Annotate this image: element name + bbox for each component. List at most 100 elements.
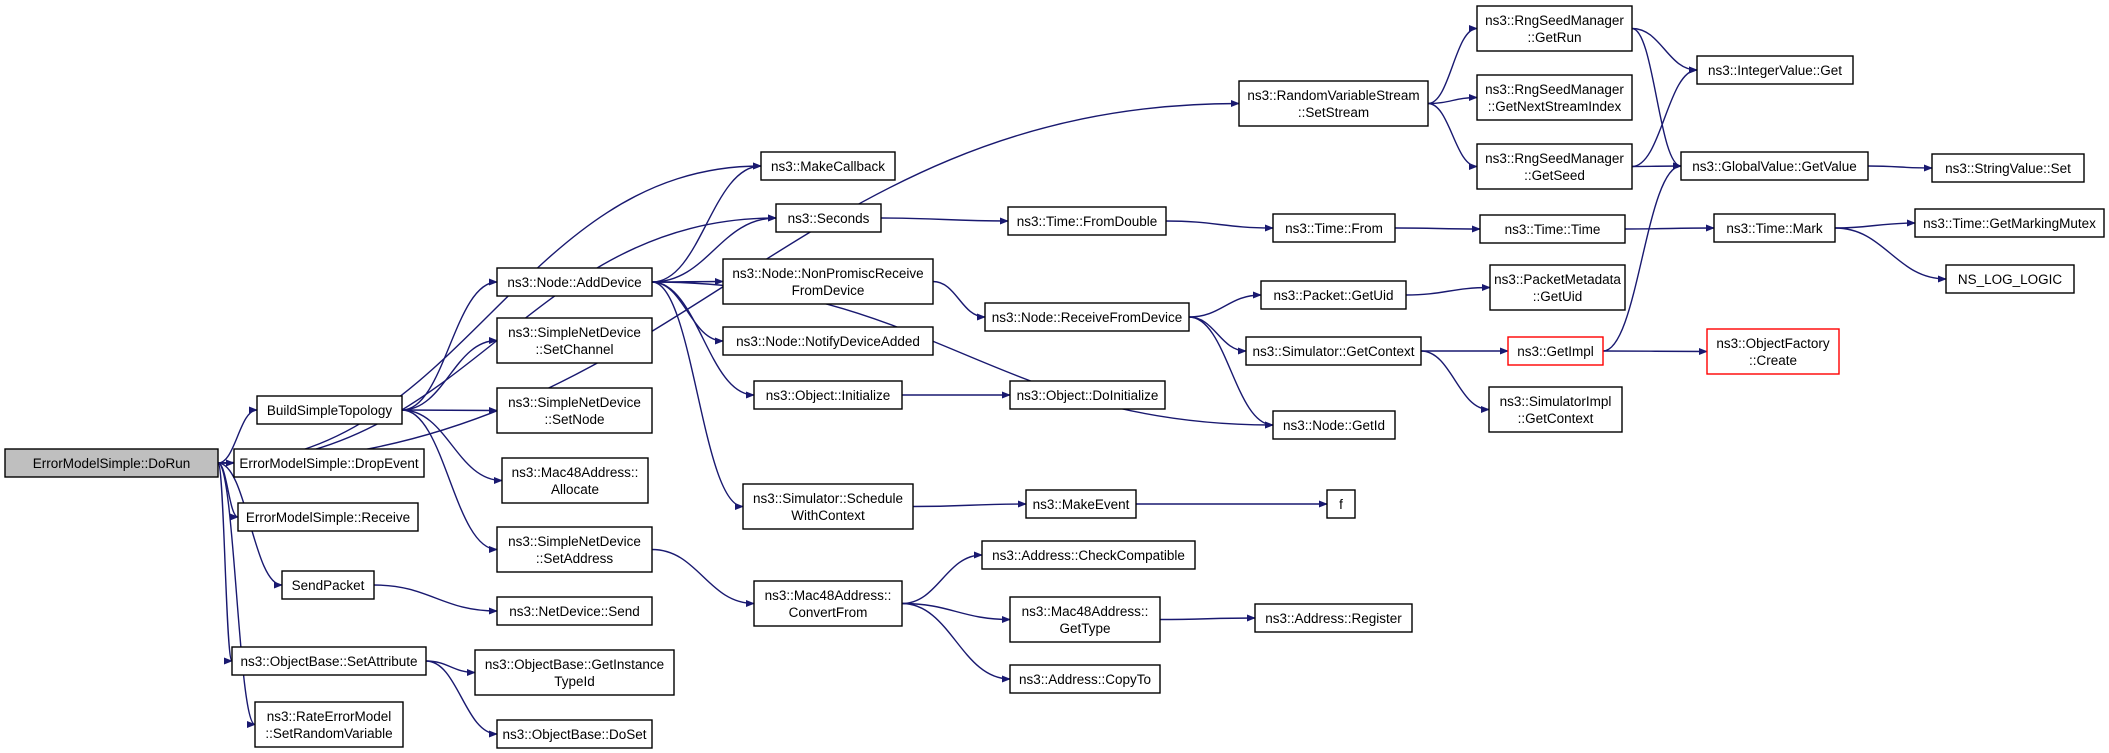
node-ns3-makecallback[interactable]: ns3::MakeCallback [760,151,896,181]
node-ns3-address-register[interactable]: ns3::Address::Register [1254,603,1413,633]
edge-n1-to-n11 [401,409,498,554]
node-label: ns3::Time::Mark [1726,221,1823,236]
node-ns3-object-initialize[interactable]: ns3::Object::Initialize [753,380,903,410]
node-box [760,151,896,181]
node-ns3-stringvalue-set[interactable]: ns3::StringValue::Set [1931,153,2085,183]
node-ns3-rngseedmanager-getrun[interactable]: ns3::RngSeedManager::GetRun [1476,5,1633,52]
node-ns3-packet-getuid[interactable]: ns3::Packet::GetUid [1260,280,1407,310]
node-box [1272,410,1396,440]
node-label: ::SetAddress [536,551,614,566]
node-label: ::GetRun [1527,30,1581,45]
node-label: ns3::RateErrorModel [267,709,392,724]
edge-n34-to-n42 [1405,283,1491,296]
node-box [474,649,675,696]
node-ns3-node-getid[interactable]: ns3::Node::GetId [1272,410,1396,440]
node-label: ns3::ObjectBase::SetAttribute [240,654,417,669]
node-label: ns3::Node::NonPromiscReceive [732,266,923,281]
edge-n21-to-n27 [901,551,983,605]
node-box [1931,153,2085,183]
edge-n35-to-n44 [1420,350,1490,414]
node-ns3-simulatorimpl-getcontext[interactable]: ns3::SimulatorImpl::GetContext [1488,386,1623,433]
node-box [1326,489,1356,519]
node-ns3-randomvariablestream-setstream[interactable]: ns3::RandomVariableStream::SetStream [1238,80,1429,127]
node-label: ns3::GlobalValue::GetValue [1692,159,1857,174]
node-box [775,203,882,233]
node-label: GetType [1059,621,1110,636]
node-ns3-address-checkcompatible[interactable]: ns3::Address::CheckCompatible [981,540,1196,570]
node-box [1706,328,1840,375]
node-sendpacket[interactable]: SendPacket [281,570,375,600]
edge-n0-to-n1 [217,406,258,464]
node-ns3-node-receivefromdevice[interactable]: ns3::Node::ReceiveFromDevice [984,302,1190,332]
node-label: ns3::SimpleNetDevice [508,534,641,549]
edge-n7-to-n15 [651,162,762,283]
node-ns3-getimpl[interactable]: ns3::GetImpl [1507,336,1604,366]
node-f[interactable]: f [1326,489,1356,519]
node-label: ns3::Time::GetMarkingMutex [1923,216,2096,231]
edge-n24-to-n36 [1188,316,1274,429]
node-ns3-simplenetdevice-setnode[interactable]: ns3::SimpleNetDevice::SetNode [496,387,653,434]
edge-n21-to-n28 [901,602,1011,624]
node-ns3-packetmetadata-getuid[interactable]: ns3::PacketMetadata::GetUid [1489,264,1626,311]
node-ns3-seconds[interactable]: ns3::Seconds [775,203,882,233]
node-ns3-objectfactory-create[interactable]: ns3::ObjectFactory::Create [1706,328,1840,375]
node-label: ConvertFrom [789,605,868,620]
edge-n11-to-n21 [651,548,755,608]
node-ns3-makeevent[interactable]: ns3::MakeEvent [1025,489,1137,519]
node-ns3-rateerrormodel-setrandomvariable[interactable]: ns3::RateErrorModel::SetRandomVariable [254,701,404,748]
node-ns3-node-adddevice[interactable]: ns3::Node::AddDevice [496,267,653,297]
node-box [1680,151,1869,181]
node-ns3-simplenetdevice-setaddress[interactable]: ns3::SimpleNetDevice::SetAddress [496,526,653,573]
edge-n32-to-n39 [1631,66,1698,168]
node-ns3-time-time[interactable]: ns3::Time::Time [1479,214,1626,244]
node-label: ns3::Time::FromDouble [1017,214,1158,229]
node-ns3-netdevice-send[interactable]: ns3::NetDevice::Send [496,596,653,626]
node-ns3-node-notifydeviceadded[interactable]: ns3::Node::NotifyDeviceAdded [722,326,934,356]
node-ns3-mac48address-convertfrom[interactable]: ns3::Mac48Address::ConvertFrom [753,580,903,627]
node-ns3-time-getmarkingmutex[interactable]: ns3::Time::GetMarkingMutex [1914,208,2105,238]
node-ns3-globalvalue-getvalue[interactable]: ns3::GlobalValue::GetValue [1680,151,1869,181]
node-ns3-simulator-getcontext[interactable]: ns3::Simulator::GetContext [1245,336,1422,366]
node-label: ns3::Address::CheckCompatible [992,548,1185,563]
node-box [237,502,419,532]
node-label: ns3::ObjectBase::GetInstance [485,657,664,672]
node-label: ns3::MakeEvent [1033,497,1130,512]
edge-n0-to-n5 [217,462,233,665]
node-ns3-mac48address-gettype[interactable]: ns3::Mac48Address::GetType [1009,596,1161,643]
node-label: ns3::Time::Time [1505,222,1601,237]
node-ns3-objectbase-doset[interactable]: ns3::ObjectBase::DoSet [496,719,653,749]
node-box [1696,55,1854,85]
edge-n22-to-n32 [1427,102,1478,171]
node-ns3-rngseedmanager-getnextstreamindex[interactable]: ns3::RngSeedManager::GetNextStreamIndex [1476,74,1633,121]
node-buildsimpletopology[interactable]: BuildSimpleTopology [256,395,403,425]
edge-n43-to-n47 [1602,347,1708,356]
node-label: ns3::Mac48Address:: [765,588,892,603]
node-box [1009,380,1166,410]
node-box [1009,596,1161,643]
edge-n24-to-n35 [1188,316,1247,355]
node-ns3-rngseedmanager-getseed[interactable]: ns3::RngSeedManager::GetSeed [1476,143,1633,190]
node-ns3-object-doinitialize[interactable]: ns3::Object::DoInitialize [1009,380,1166,410]
edge-n17-to-n24 [932,280,986,321]
node-label: ::GetContext [1518,411,1594,426]
node-ns3-time-mark[interactable]: ns3::Time::Mark [1713,213,1836,243]
node-ns-log-logic[interactable]: NS_LOG_LOGIC [1945,264,2075,294]
node-ns3-address-copyto[interactable]: ns3::Address::CopyTo [1009,664,1161,694]
node-box [722,258,934,305]
edge-n23-to-n33 [1165,220,1274,232]
node-ns3-mac48address-allocate[interactable]: ns3::Mac48Address::Allocate [501,457,649,504]
node-errormodelsimple-dorun[interactable]: ErrorModelSimple::DoRun [4,448,219,478]
node-label: ns3::SimulatorImpl [1500,394,1612,409]
node-ns3-simplenetdevice-setchannel[interactable]: ns3::SimpleNetDevice::SetChannel [496,317,653,364]
node-label: ns3::Node::NotifyDeviceAdded [736,334,920,349]
node-label: WithContext [791,508,865,523]
node-errormodelsimple-receive[interactable]: ErrorModelSimple::Receive [237,502,419,532]
node-ns3-integervalue-get[interactable]: ns3::IntegerValue::Get [1696,55,1854,85]
node-errormodelsimple-dropevent[interactable]: ErrorModelSimple::DropEvent [233,448,425,478]
node-ns3-time-from[interactable]: ns3::Time::From [1272,213,1396,243]
node-ns3-objectbase-setattribute[interactable]: ns3::ObjectBase::SetAttribute [231,646,427,676]
node-ns3-time-fromdouble[interactable]: ns3::Time::FromDouble [1007,206,1167,236]
